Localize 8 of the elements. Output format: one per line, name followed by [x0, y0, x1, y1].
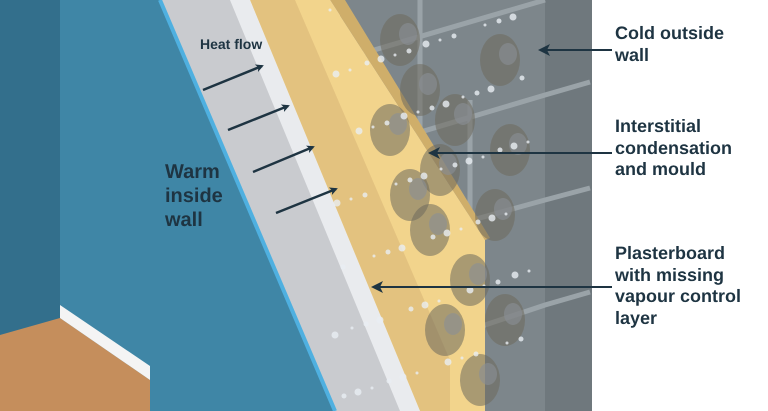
area-label: Warm inside wall: [165, 160, 224, 232]
callout-label: Interstitial condensation and mould: [615, 116, 765, 181]
leader-line: [428, 147, 612, 159]
callout-label: Cold outside wall: [615, 23, 755, 66]
leader-line: [371, 281, 612, 293]
callout-label: Plasterboard with missing vapour control layer: [615, 243, 760, 330]
annotation-label: Heat flow: [200, 36, 264, 53]
leader-line: [538, 44, 612, 56]
